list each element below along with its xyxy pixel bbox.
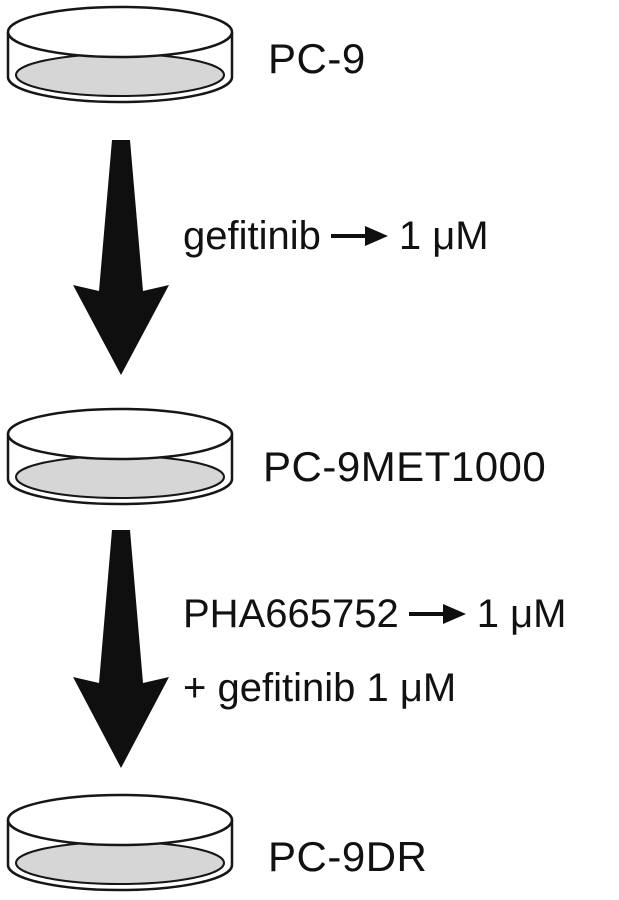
down-arrow-shape	[73, 530, 169, 768]
petri-dish-pc9	[4, 4, 236, 106]
transition-2-dose: 1 μM	[476, 592, 567, 636]
dish-medium-shape	[15, 841, 225, 885]
transition-1-dose: 1 μM	[398, 214, 489, 258]
transition-2-label-line2: + gefitinib 1 μM	[183, 664, 456, 712]
dish-label-pc9met1000: PC-9MET1000	[263, 443, 547, 490]
transition-2-drug: PHA665752	[183, 592, 399, 636]
dish-medium-shape	[15, 53, 225, 97]
petri-dish-icon	[6, 793, 234, 892]
petri-dish-icon	[6, 5, 234, 104]
down-arrow-shape	[73, 140, 169, 375]
down-arrow-2	[70, 530, 172, 768]
right-arrow-head	[364, 226, 388, 246]
transition-2-label-line1: PHA665752 1 μM	[183, 590, 566, 638]
right-arrow-head	[442, 604, 466, 624]
transition-2-second-line: + gefitinib 1 μM	[183, 666, 457, 710]
right-arrow-icon	[408, 604, 466, 624]
petri-dish-pc9dr	[4, 792, 236, 894]
petri-dish-pc9met1000	[4, 406, 236, 508]
transition-1-label: gefitinib 1 μM	[183, 212, 489, 260]
down-arrow-icon	[73, 530, 169, 768]
dish-rim-shape	[6, 407, 234, 461]
down-arrow-icon	[73, 140, 169, 375]
right-arrow-icon	[330, 226, 388, 246]
dish-rim-shape	[6, 5, 234, 59]
dish-label-pc9dr: PC-9DR	[268, 833, 428, 880]
transition-1-drug: gefitinib	[183, 214, 321, 258]
dish-medium-shape	[15, 455, 225, 499]
dish-label-pc9: PC-9	[268, 35, 366, 82]
down-arrow-1	[70, 140, 172, 375]
dish-rim-shape	[6, 793, 234, 847]
petri-dish-icon	[6, 407, 234, 506]
